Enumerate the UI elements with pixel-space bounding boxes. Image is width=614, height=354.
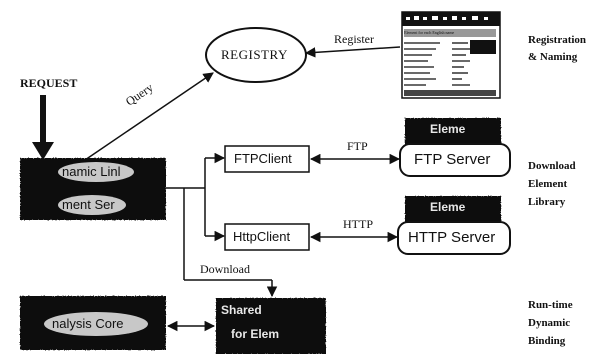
- screenshot-title: Element for each English name: [404, 30, 455, 35]
- request-label: REQUEST: [20, 76, 78, 90]
- download-library-line-3: Library: [528, 196, 566, 208]
- download-edge-label: Download: [200, 262, 250, 276]
- registry-label: REGISTRY: [221, 47, 288, 62]
- ftp-server-label: FTP Server: [414, 151, 491, 168]
- registration-line-2: & Naming: [528, 51, 578, 63]
- ftp-client-box: [224, 145, 310, 173]
- registration-line-1: Registration: [528, 34, 587, 46]
- shared-library-label-2: for Elem: [231, 327, 280, 341]
- shared-library-box: [216, 298, 326, 354]
- dynamic-linker-label-1: namic Linl: [62, 164, 121, 179]
- ftp-server-box: [399, 143, 511, 177]
- register-label: Register: [334, 32, 374, 46]
- runtime-binding-side-label: Run-time Dynamic Binding: [528, 296, 573, 350]
- http-client-box: [224, 223, 310, 251]
- runtime-binding-line-3: Binding: [528, 335, 566, 347]
- download-library-side-label: Download Element Library: [528, 157, 576, 211]
- analysis-core-label: nalysis Core: [52, 316, 124, 331]
- runtime-binding-line-2: Dynamic: [528, 317, 571, 329]
- http-edge-label: HTTP: [343, 217, 373, 231]
- registration-side-label: Registration & Naming: [528, 32, 586, 66]
- shared-library-label-1: Shared: [221, 303, 262, 317]
- http-server-box: [397, 221, 511, 255]
- ftp-edge-label: FTP: [347, 139, 368, 153]
- query-edge: [84, 72, 214, 161]
- registry-screenshot: [401, 11, 501, 99]
- runtime-binding-line-1: Run-time: [528, 299, 573, 311]
- download-library-line-2: Element: [528, 178, 568, 190]
- download-library-line-1: Download: [528, 160, 576, 172]
- register-edge: [304, 46, 401, 58]
- element-tab-http-label: Eleme: [430, 200, 466, 214]
- element-tab-ftp-label: Eleme: [430, 122, 466, 136]
- ftp-client-label: FTPClient: [234, 151, 292, 166]
- request-arrow: [32, 95, 54, 160]
- http-client-label: HttpClient: [233, 229, 291, 244]
- http-server-label: HTTP Server: [408, 229, 496, 246]
- dynamic-linker-label-2: ment Ser: [62, 197, 115, 212]
